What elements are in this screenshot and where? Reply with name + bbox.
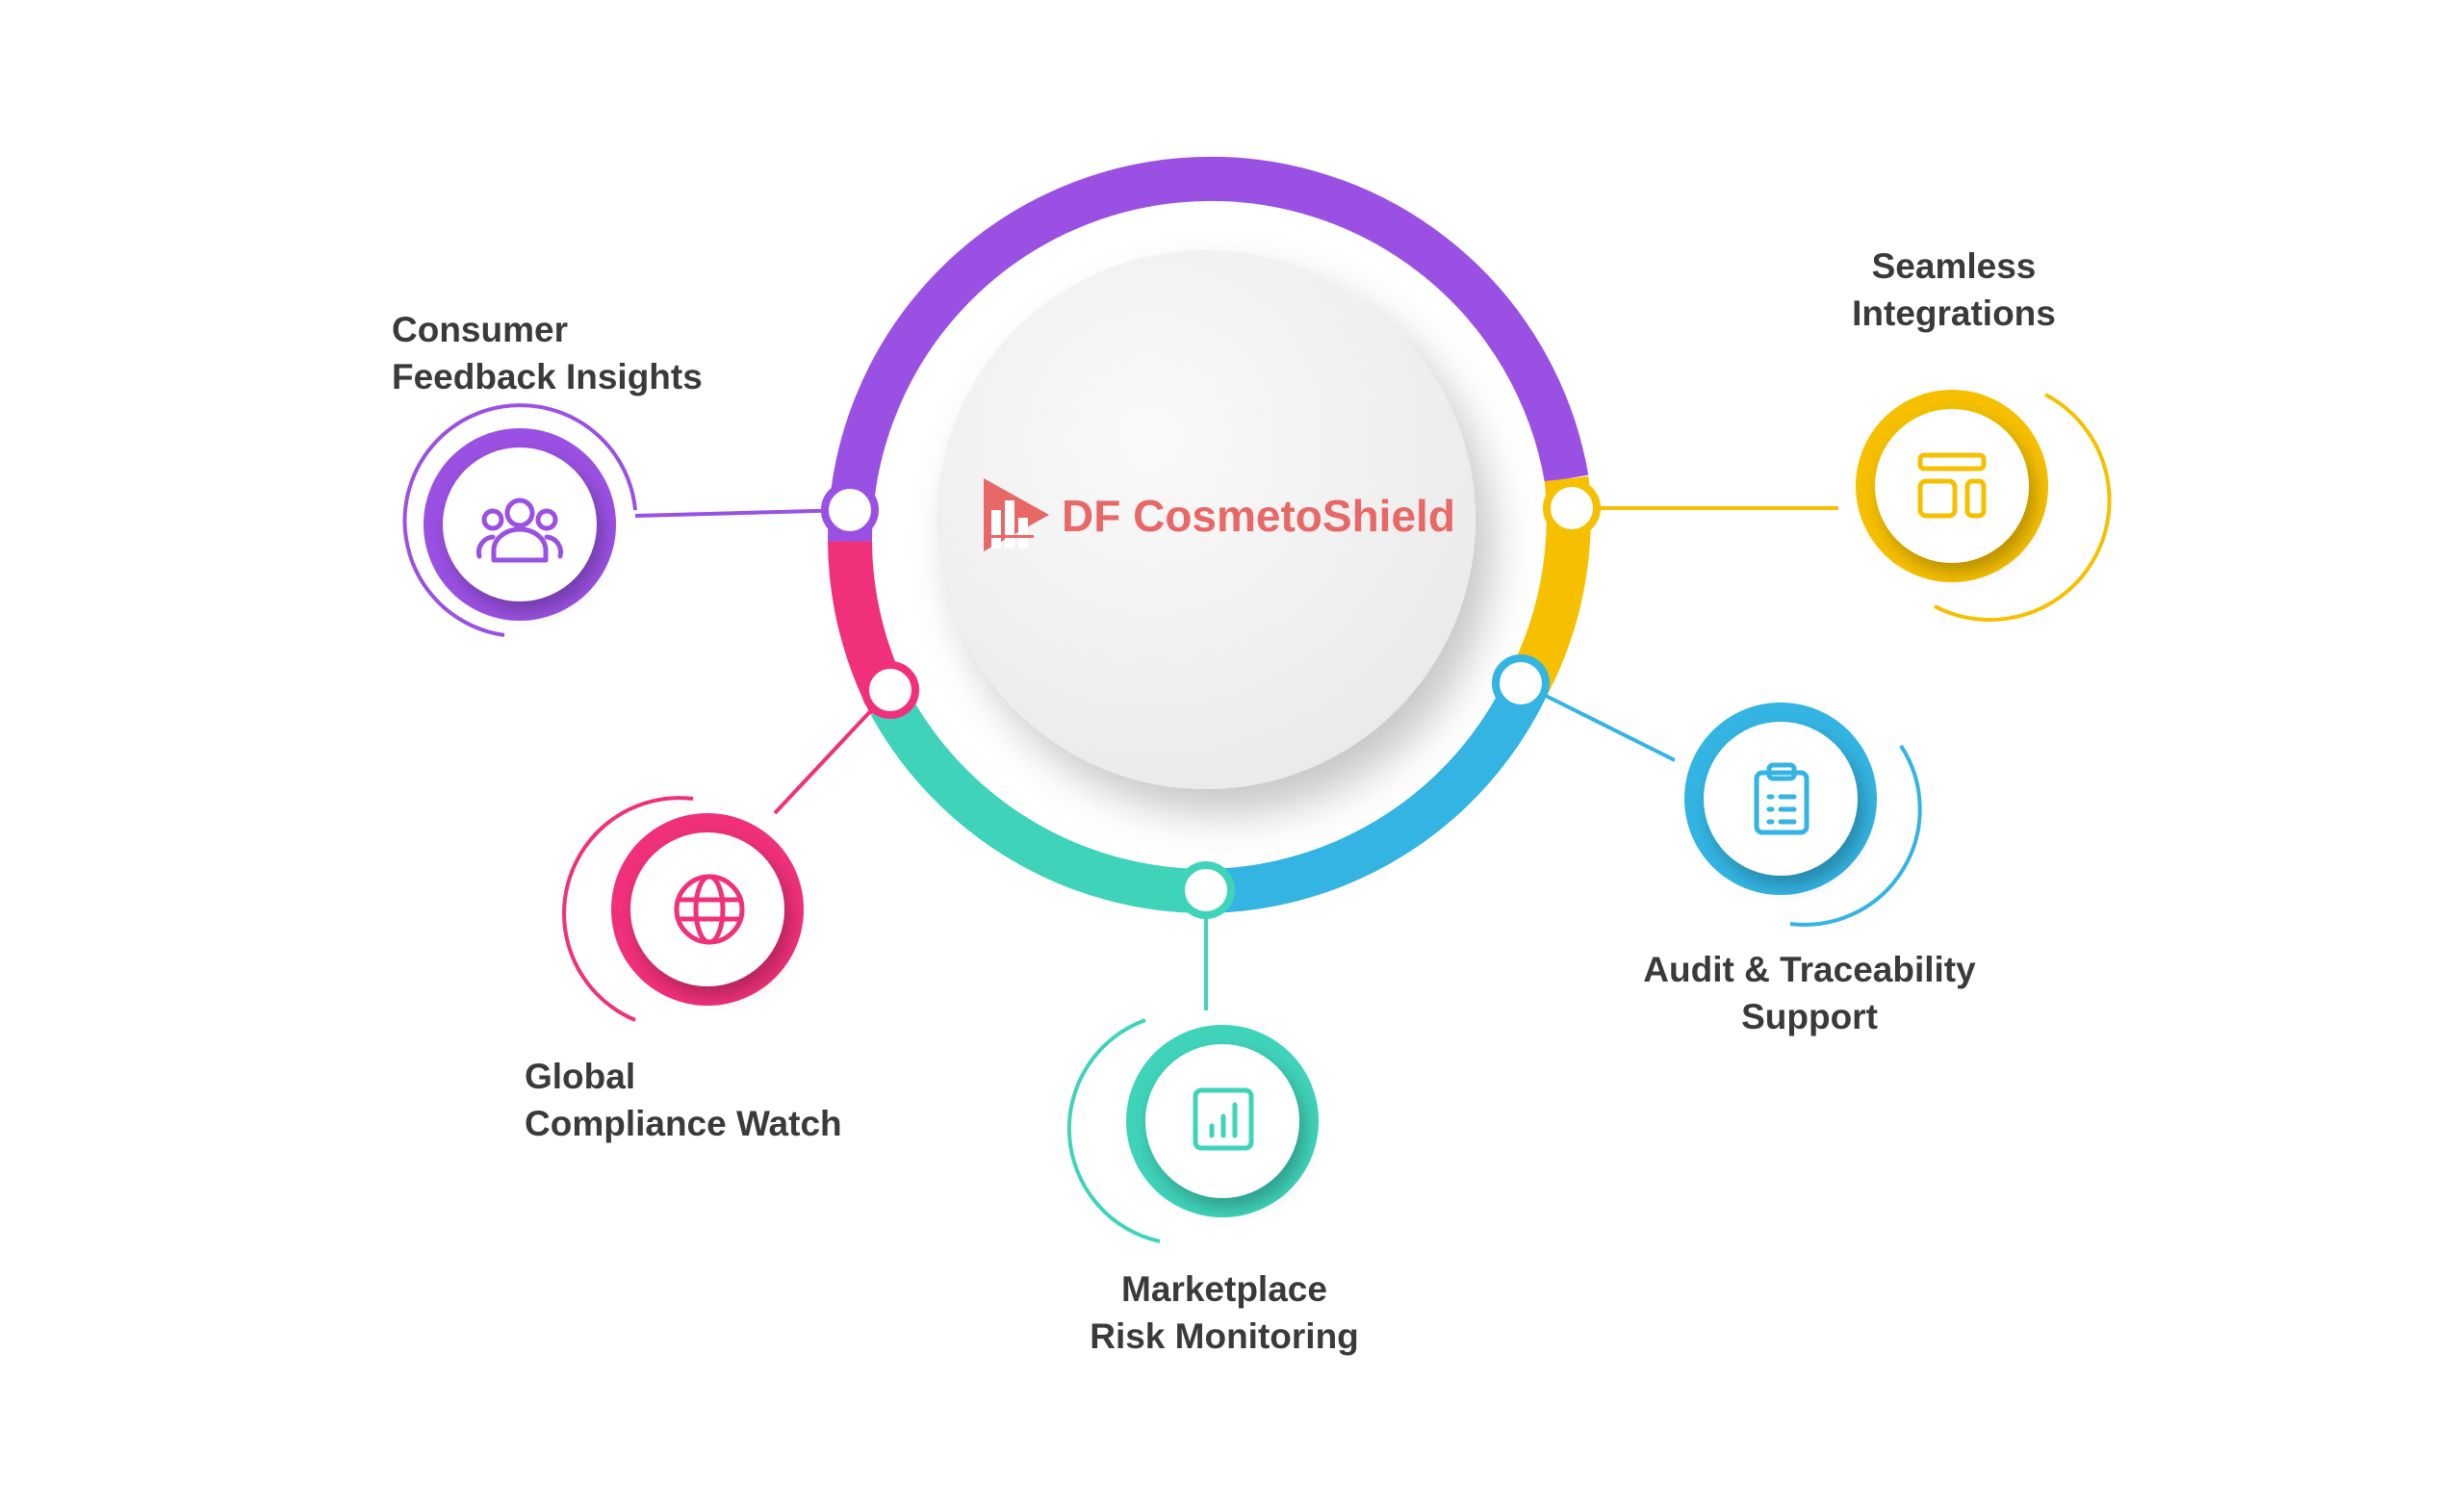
dot-consumer-feedback: [821, 481, 879, 539]
node-seamless-integrations: [1856, 390, 2112, 623]
ring-segment-blue: [1205, 677, 1547, 913]
node-consumer-feedback: [402, 403, 637, 637]
label-consumer-feedback: Consumer Feedback Insights: [392, 310, 703, 396]
node-marketplace-risk: [1066, 1018, 1319, 1243]
dot-audit-traceability: [1492, 654, 1550, 712]
label-global-compliance: Global Compliance Watch: [525, 1057, 842, 1143]
ring-segment-teal: [870, 693, 1207, 913]
brand-logo: DF CosmetoShield: [984, 478, 1455, 551]
label-audit-traceability: Audit & Traceability Support: [1643, 950, 1976, 1036]
ring-dots: [821, 479, 1601, 919]
dot-marketplace-risk: [1177, 861, 1235, 919]
dot-global-compliance: [861, 661, 919, 719]
hub-disc: [937, 250, 1476, 789]
bar-chart-icon: [1193, 1087, 1254, 1151]
label-seamless-integrations: Seamless Integrations: [1852, 246, 2056, 333]
node-audit-traceability: [1684, 702, 1922, 927]
connector-consumer-feedback: [634, 508, 851, 518]
brand-name: DF CosmetoShield: [1062, 491, 1455, 541]
ring-segment-purple: [827, 156, 1589, 542]
users-icon: [476, 498, 563, 563]
label-marketplace-risk: Marketplace Risk Monitoring: [1090, 1269, 1359, 1356]
dot-seamless-integrations: [1543, 479, 1601, 537]
node-global-compliance: [562, 796, 804, 1022]
brand-mark-icon: [984, 478, 1049, 551]
layout-icon: [1917, 452, 1987, 519]
globe-icon: [674, 874, 745, 945]
clipboard-icon: [1754, 762, 1810, 835]
